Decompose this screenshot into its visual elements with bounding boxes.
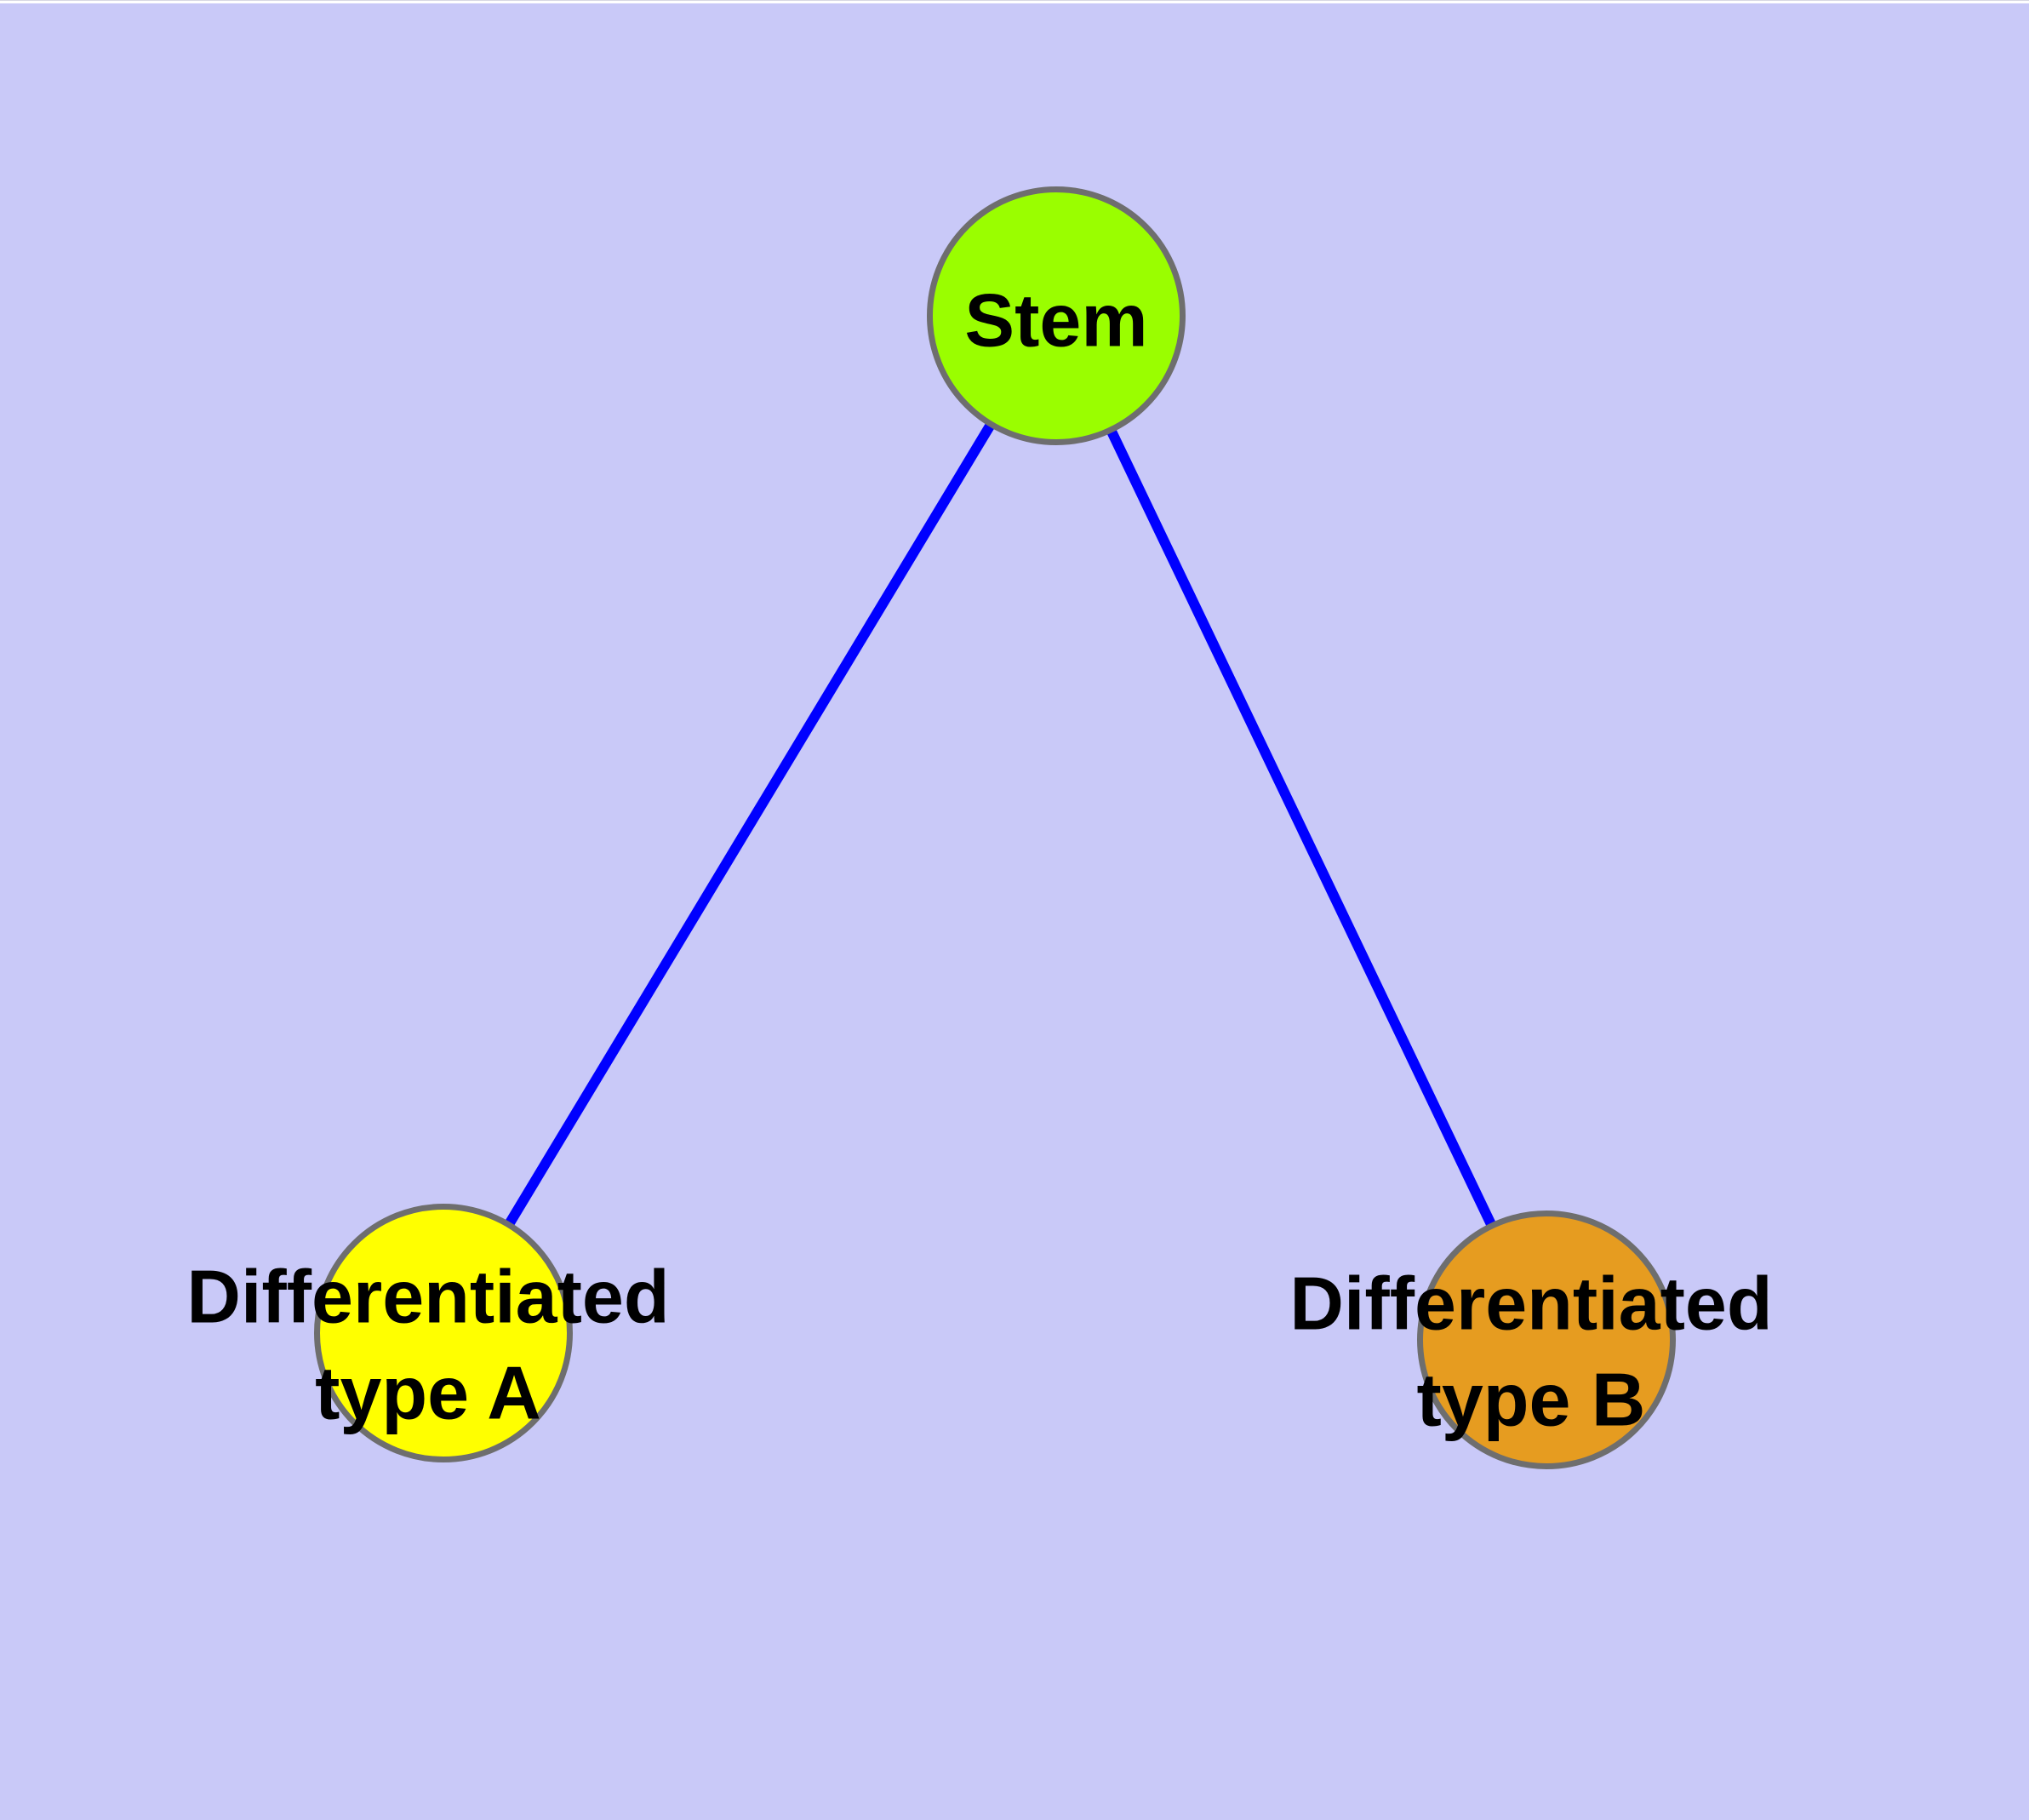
node-label-stem: Stem [964, 278, 1148, 363]
node-label-differentiated-type-a: Differentiated type A [186, 1254, 670, 1434]
node-stem [927, 186, 1186, 445]
edge-stem-to-type-b [1051, 313, 1552, 1342]
edge-stem-to-type-a [438, 312, 1061, 1336]
node-label-differentiated-type-b: Differentiated type B [1289, 1261, 1773, 1441]
window-top-edge [0, 0, 2029, 3]
node-differentiated-type-b [1417, 1210, 1676, 1469]
node-differentiated-type-a [314, 1204, 573, 1462]
